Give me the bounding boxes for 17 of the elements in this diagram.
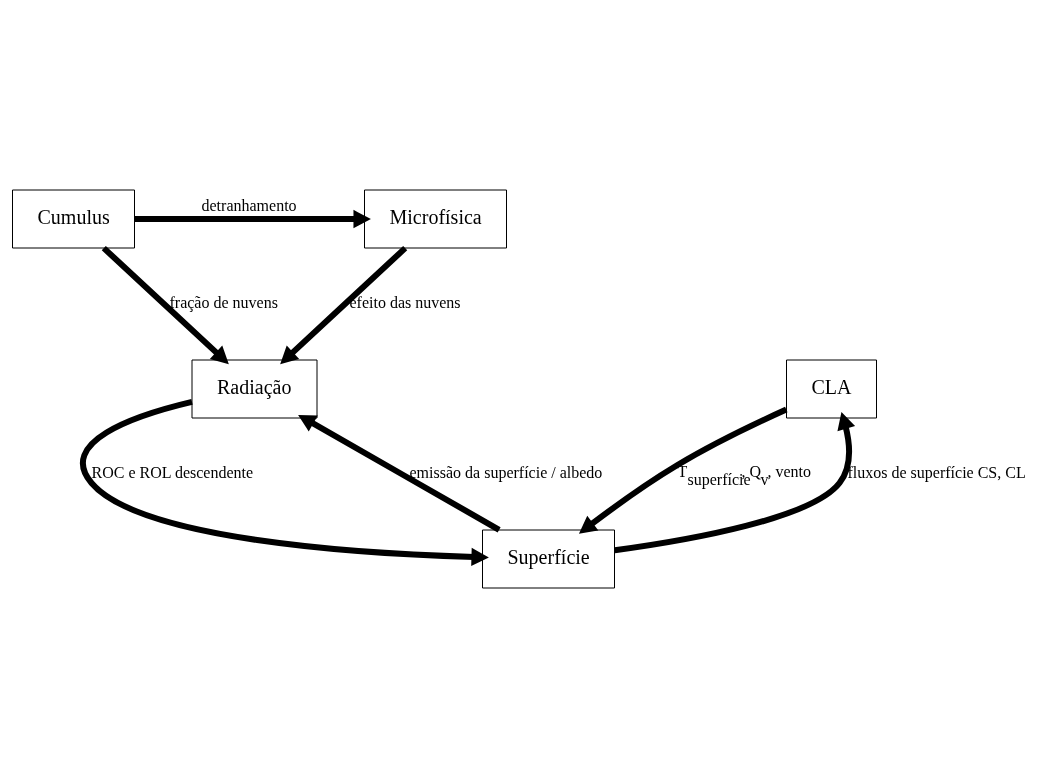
node-box: Microfísica bbox=[364, 189, 507, 249]
arrow bbox=[80, 398, 489, 567]
arrow bbox=[578, 406, 788, 534]
arrow bbox=[101, 245, 229, 365]
edge-label: detranhamento bbox=[201, 196, 297, 214]
node-box: Radiação bbox=[191, 359, 318, 419]
arrow bbox=[614, 411, 856, 554]
edge-label: emissão da superfície / albedo bbox=[409, 463, 603, 481]
arrow bbox=[298, 414, 501, 533]
node-box: CLA bbox=[786, 359, 877, 419]
arrow bbox=[134, 209, 371, 229]
node-box: Superfície bbox=[482, 529, 615, 589]
arrow bbox=[280, 245, 408, 365]
edge-label: fluxos de superfície CS, CL bbox=[847, 463, 1026, 481]
node-box: Cumulus bbox=[12, 189, 135, 249]
edge-label: fração de nuvens bbox=[169, 293, 278, 311]
edge-label: ROC e ROL descendente bbox=[91, 463, 254, 481]
